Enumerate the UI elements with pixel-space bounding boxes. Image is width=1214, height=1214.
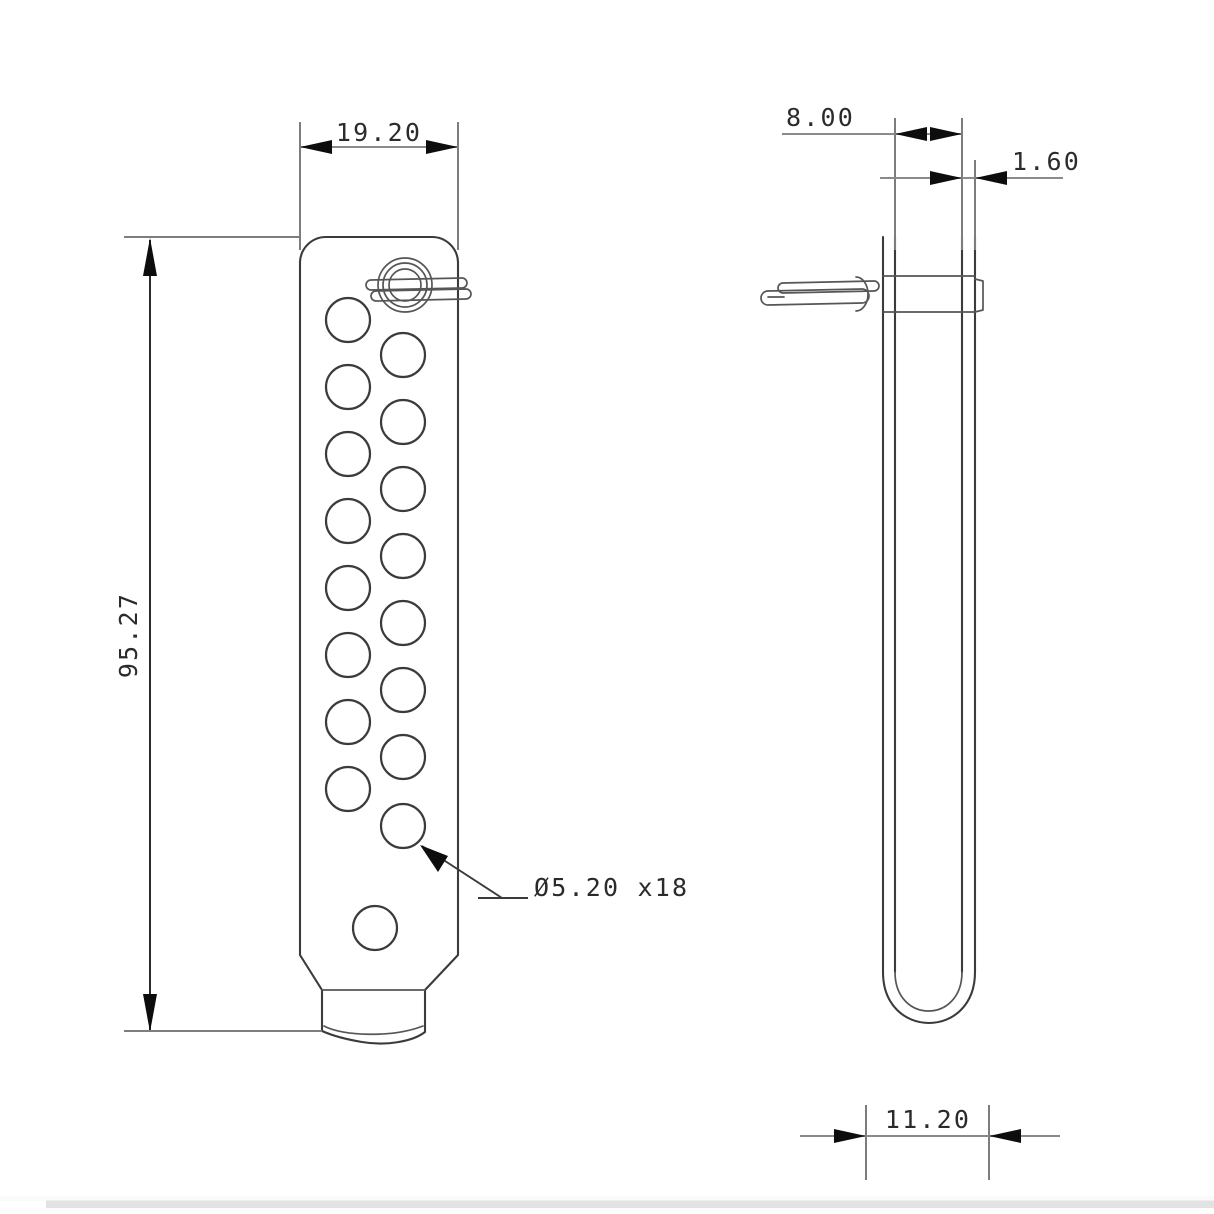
hole: [379, 532, 427, 580]
hole: [324, 564, 372, 612]
page-bottom-shadow: [0, 1196, 1214, 1201]
arrow-head-bottom: [143, 994, 157, 1032]
hole: [379, 666, 427, 714]
side-view-ring-pin-head: [855, 276, 869, 312]
hole: [324, 430, 372, 478]
arrow-head-left: [895, 127, 927, 141]
dimension-height-front: 95.27: [114, 236, 322, 1032]
front-view-plate-outline: [298, 235, 460, 1045]
split-ring-band-upper: [365, 277, 468, 291]
hole: [324, 631, 372, 679]
split-ring-assembly: [365, 257, 472, 313]
side-view-bottom-inner-arc: [894, 971, 963, 1012]
dimension-width-front: 19.20: [299, 118, 459, 250]
split-ring-inner: [388, 268, 422, 302]
hole: [379, 331, 427, 379]
page-bottom-strip: [46, 1200, 1214, 1208]
front-view: [298, 235, 472, 1045]
hole: [379, 599, 427, 647]
callout-arrow-head: [420, 845, 448, 872]
arrow-head-right: [975, 171, 1007, 185]
side-view-bottom-outer-arc: [881, 970, 977, 1025]
hole-callout: Ø5.20 x18: [420, 845, 689, 902]
hole: [324, 363, 372, 411]
dimension-label-thickness-overall: 8.00: [786, 103, 855, 132]
front-view-bottom-arc-inner: [323, 1025, 424, 1036]
dimension-label-thickness-detail: 1.60: [1012, 147, 1081, 176]
arrow-head-top: [143, 238, 157, 276]
hole: [324, 698, 372, 746]
arrow-head-left: [930, 171, 962, 185]
dimension-label-width-front: 19.20: [336, 118, 422, 147]
split-ring-outer: [377, 257, 433, 313]
side-view-ring-band-upper: [777, 280, 880, 294]
hole: [379, 398, 427, 446]
hole: [379, 465, 427, 513]
split-ring-band-lower: [370, 288, 472, 302]
hole: [351, 904, 399, 952]
hole: [324, 765, 372, 813]
side-view-side-tab: [974, 278, 984, 313]
callout-label: Ø5.20 x18: [534, 873, 689, 902]
hole: [324, 296, 372, 344]
arrow-head-right: [426, 140, 458, 154]
dimension-label-width-side-bottom: 11.20: [885, 1105, 971, 1134]
hole: [379, 802, 427, 850]
arrow-head-left: [300, 140, 332, 154]
front-view-hole-pattern: [324, 296, 427, 952]
split-ring-mid: [382, 262, 428, 308]
hole: [379, 733, 427, 781]
dimension-label-height-front: 95.27: [114, 592, 143, 678]
side-view-split-ring: [760, 276, 880, 312]
arrow-head-right: [989, 1129, 1021, 1143]
arrow-head-right: [930, 127, 962, 141]
dimension-width-side-bottom: 11.20: [800, 1105, 1060, 1180]
side-view: [760, 235, 984, 1025]
side-view-ring-band-lower: [760, 288, 870, 306]
arrow-head-left: [834, 1129, 866, 1143]
hole: [324, 497, 372, 545]
dimension-thickness-detail: 1.60: [880, 147, 1081, 250]
